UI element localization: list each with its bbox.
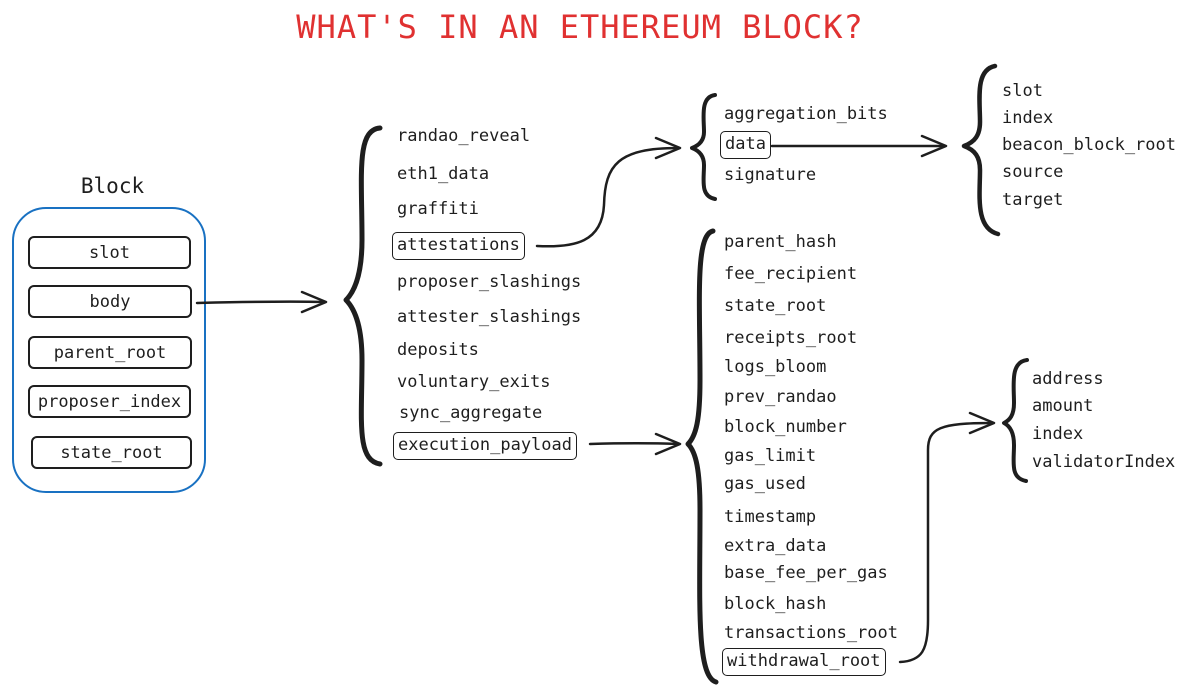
block-container bbox=[12, 207, 206, 493]
withdrawal-field: validatorIndex bbox=[1032, 452, 1176, 472]
brace-attestation-data bbox=[961, 63, 1001, 237]
brace-execution-payload bbox=[685, 228, 719, 685]
withdrawal-field: address bbox=[1032, 369, 1104, 389]
body-field: eth1_data bbox=[397, 164, 490, 184]
body-field: sync_aggregate bbox=[399, 403, 543, 423]
execution-payload-field: transactions_root bbox=[724, 623, 898, 643]
execution-payload-field: block_number bbox=[724, 417, 847, 437]
arrow-data-head bbox=[920, 134, 948, 158]
arrow-attestations bbox=[535, 146, 680, 248]
arrow-withdrawal-root-head bbox=[968, 411, 996, 435]
diagram-title: WHAT'S IN AN ETHEREUM BLOCK? bbox=[296, 8, 864, 46]
block-field-body: body bbox=[28, 285, 192, 318]
attestation-field: signature bbox=[724, 165, 817, 185]
execution-payload-field: base_fee_per_gas bbox=[724, 563, 888, 583]
brace-withdrawal bbox=[1002, 358, 1029, 483]
block-label: Block bbox=[80, 174, 145, 198]
attestation-data-field: slot bbox=[1002, 81, 1043, 101]
execution-payload-field: fee_recipient bbox=[724, 264, 858, 284]
execution-payload-field: timestamp bbox=[724, 507, 817, 527]
arrow-execution-payload-head bbox=[654, 432, 682, 456]
arrow-body-head bbox=[300, 290, 328, 314]
arrow-execution-payload bbox=[588, 442, 680, 446]
body-field: proposer_slashings bbox=[397, 272, 582, 292]
execution-payload-field-withdrawal-root: withdrawal_root bbox=[722, 648, 886, 676]
execution-payload-field: state_root bbox=[724, 296, 827, 316]
body-field: attester_slashings bbox=[397, 307, 582, 327]
execution-payload-field: gas_limit bbox=[724, 446, 817, 466]
arrow-withdrawal-root bbox=[898, 421, 994, 664]
attestation-data-field: source bbox=[1002, 162, 1064, 182]
block-field-parent-root: parent_root bbox=[28, 336, 192, 369]
execution-payload-field: block_hash bbox=[724, 594, 827, 614]
arrow-attestations-head bbox=[654, 136, 682, 160]
block-field-slot: slot bbox=[28, 236, 191, 269]
attestation-field: aggregation_bits bbox=[724, 104, 888, 124]
execution-payload-field: gas_used bbox=[724, 474, 806, 494]
execution-payload-field: extra_data bbox=[724, 536, 827, 556]
block-field-state-root: state_root bbox=[31, 436, 192, 469]
withdrawal-field: amount bbox=[1032, 396, 1094, 416]
body-field: deposits bbox=[397, 340, 479, 360]
body-field: graffiti bbox=[397, 199, 479, 219]
body-field-execution-payload: execution_payload bbox=[393, 432, 577, 460]
brace-body bbox=[343, 125, 383, 467]
withdrawal-field: index bbox=[1032, 424, 1084, 444]
execution-payload-field: receipts_root bbox=[724, 328, 858, 348]
brace-attestation bbox=[690, 93, 717, 201]
body-field-attestations: attestations bbox=[392, 232, 525, 260]
attestation-data-field: index bbox=[1002, 108, 1054, 128]
attestation-data-field: beacon_block_root bbox=[1002, 135, 1176, 155]
execution-payload-field: logs_bloom bbox=[724, 357, 827, 377]
arrow-body bbox=[195, 300, 326, 305]
execution-payload-field: prev_randao bbox=[724, 387, 837, 407]
body-field: randao_reveal bbox=[397, 126, 531, 146]
attestation-data-field: target bbox=[1002, 190, 1064, 210]
attestation-field-data: data bbox=[720, 131, 771, 159]
execution-payload-field: parent_hash bbox=[724, 232, 837, 252]
body-field: voluntary_exits bbox=[397, 372, 551, 392]
block-field-proposer-index: proposer_index bbox=[28, 385, 191, 418]
